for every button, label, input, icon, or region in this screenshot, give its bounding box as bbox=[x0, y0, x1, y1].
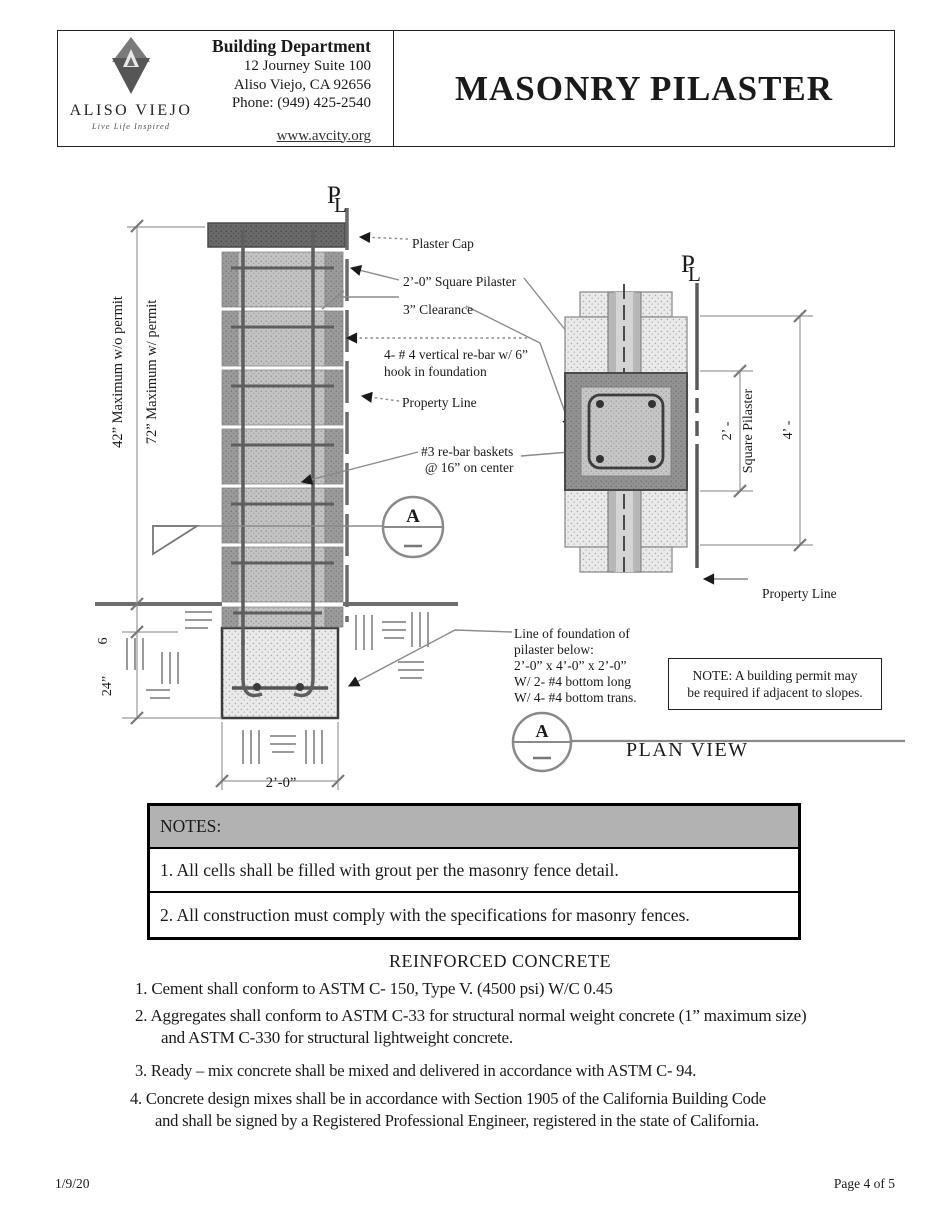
pl-symbol-plan: P L bbox=[681, 251, 701, 286]
notes-table-header: NOTES: bbox=[150, 806, 798, 849]
dimension-ticks-elevation bbox=[130, 219, 345, 788]
dimension-lines-plan bbox=[700, 315, 813, 546]
foundation bbox=[220, 626, 340, 720]
notes-table-row: 2. All construction must comply with the… bbox=[160, 904, 690, 925]
rc-item-line: and shall be signed by a Registered Prof… bbox=[155, 1110, 760, 1130]
callout-property-line: Property Line bbox=[402, 395, 477, 410]
elevation-view: P L 42” Maximum w/o permit 72” Maximum w… bbox=[95, 182, 605, 791]
header-title-cell: MASONRY PILASTER bbox=[394, 31, 894, 146]
plan-dim-2ft: 2’ - bbox=[720, 421, 735, 440]
address-line-1: 12 Journey Suite 100 bbox=[243, 58, 371, 74]
pl-symbol-elevation: P L bbox=[327, 182, 347, 217]
section-marker-elevation: A bbox=[152, 495, 445, 559]
logo-name: ALISO VIEJO bbox=[69, 102, 193, 119]
callout-rebar-baskets-2: @ 16” on center bbox=[425, 460, 514, 475]
section-marker-plan: A PLAN VIEW bbox=[511, 711, 905, 773]
notes-table: NOTES: 1. All cells shall be filled with… bbox=[147, 803, 801, 940]
pl-letter-p: P bbox=[681, 251, 695, 278]
plan-view-label: PLAN VIEW bbox=[626, 739, 749, 761]
block-rows bbox=[221, 251, 344, 628]
callout-texts: Plaster Cap 2’-0” Square Pilaster 3” Cle… bbox=[384, 236, 528, 475]
rebar-tie bbox=[587, 393, 665, 470]
earth-hatching bbox=[126, 611, 429, 764]
foundation-note-line: W/ 4- #4 bottom trans. bbox=[514, 690, 637, 705]
foundation-note-line: 2’-0” x 4’-0” x 2’-0” bbox=[514, 658, 627, 673]
permit-note-box: NOTE: A building permit may be required … bbox=[668, 658, 882, 710]
rebar-ties bbox=[231, 266, 334, 615]
permit-note-line-2: be required if adjacent to slopes. bbox=[687, 685, 863, 700]
header-left-cell: ALISO VIEJO Live Life Inspired Building … bbox=[58, 31, 394, 146]
dimension-lines-elevation bbox=[122, 226, 339, 790]
rc-item-line: 3. Ready – mix concrete shall be mixed a… bbox=[135, 1061, 697, 1080]
plan-rebar-dot bbox=[648, 455, 656, 463]
permit-note-line-1: NOTE: A building permit may bbox=[692, 668, 858, 683]
rc-item-2: 2. Aggregates shall conform to ASTM C-33… bbox=[135, 1005, 807, 1048]
phone-number: Phone: (949) 425-2540 bbox=[231, 95, 371, 111]
callout-rebar-baskets-1: #3 re-bar baskets bbox=[421, 444, 513, 459]
pl-letter-l: L bbox=[688, 262, 701, 286]
rc-item-line: 2. Aggregates shall conform to ASTM C-33… bbox=[135, 1006, 807, 1025]
foundation-note-line: W/ 2- #4 bottom long bbox=[514, 674, 631, 689]
rc-item-line: 4. Concrete design mixes shall be in acc… bbox=[130, 1089, 766, 1108]
dim-width-label: 2’-0” bbox=[266, 775, 297, 791]
plan-dim-4ft: 4’ - bbox=[781, 420, 796, 439]
address-line-2: Aliso Viejo, CA 92656 bbox=[233, 76, 371, 93]
callout-clearance: 3” Clearance bbox=[403, 302, 473, 317]
rebar-hook-dot bbox=[253, 683, 261, 691]
plan-view: P L 2’ - Square Pilaster 4’ - Property L… bbox=[511, 251, 905, 773]
footer-page-number: Page 4 of 5 bbox=[833, 1176, 895, 1191]
rc-item-1: 1. Cement shall conform to ASTM C- 150, … bbox=[135, 978, 613, 1000]
callout-square-pilaster: 2’-0” Square Pilaster bbox=[403, 274, 517, 289]
reinforced-concrete-heading: REINFORCED CONCRETE bbox=[388, 951, 611, 971]
rc-item-line: and ASTM C-330 for structural lightweigh… bbox=[161, 1027, 513, 1047]
dim-72-label: 72” Maximum w/ permit bbox=[144, 300, 160, 445]
address-block: Building Department 12 Journey Suite 100… bbox=[212, 36, 371, 145]
vertical-rebar bbox=[241, 230, 315, 698]
rc-item-4: 4. Concrete design mixes shall be in acc… bbox=[130, 1088, 766, 1131]
foundation-note: Line of foundation of pilaster below: 2’… bbox=[514, 626, 674, 706]
notes-table-row: 1. All cells shall be filled with grout … bbox=[150, 849, 798, 893]
section-letter: A bbox=[536, 721, 549, 741]
plan-pilaster bbox=[564, 372, 688, 491]
plan-dim-2ft-label: Square Pilaster bbox=[741, 388, 756, 473]
plaster-cap bbox=[207, 222, 346, 248]
pl-letter-l: L bbox=[334, 193, 347, 217]
header: ALISO VIEJO Live Life Inspired Building … bbox=[57, 30, 895, 147]
section-letter: A bbox=[406, 506, 420, 527]
plan-rebar-dot bbox=[596, 455, 604, 463]
aliso-viejo-logo-icon bbox=[112, 37, 150, 94]
foundation-note-line: pilaster below: bbox=[514, 642, 594, 657]
plan-property-line-label: Property Line bbox=[762, 586, 837, 601]
dim-6-label: 6 bbox=[96, 638, 111, 645]
foundation-note-line: Line of foundation of bbox=[514, 626, 630, 641]
rc-item-3: 3. Ready – mix concrete shall be mixed a… bbox=[135, 1060, 696, 1082]
callout-vertical-rebar-2: hook in foundation bbox=[384, 364, 487, 379]
rebar-hook-dot bbox=[296, 683, 304, 691]
department-name: Building Department bbox=[212, 36, 371, 56]
dim-42-label: 42” Maximum w/o permit bbox=[110, 296, 126, 448]
logo-tagline: Live Life Inspired bbox=[91, 121, 171, 131]
website-link[interactable]: www.avcity.org bbox=[276, 127, 371, 144]
callout-plaster-cap: Plaster Cap bbox=[412, 236, 474, 251]
footer-date: 1/9/20 bbox=[55, 1176, 90, 1191]
dim-24-label: 24” bbox=[100, 676, 115, 696]
plan-rebar-dot bbox=[596, 400, 604, 408]
callout-vertical-rebar-1: 4- # 4 vertical re-bar w/ 6” bbox=[384, 347, 528, 362]
plan-rebar-dot bbox=[648, 400, 656, 408]
page-title: MASONRY PILASTER bbox=[454, 68, 834, 108]
pl-letter-p: P bbox=[327, 182, 341, 209]
rc-item-line: 1. Cement shall conform to ASTM C- 150, … bbox=[135, 979, 613, 998]
city-logo: ALISO VIEJO Live Life Inspired bbox=[68, 37, 194, 131]
dimension-ticks-plan bbox=[733, 309, 807, 552]
